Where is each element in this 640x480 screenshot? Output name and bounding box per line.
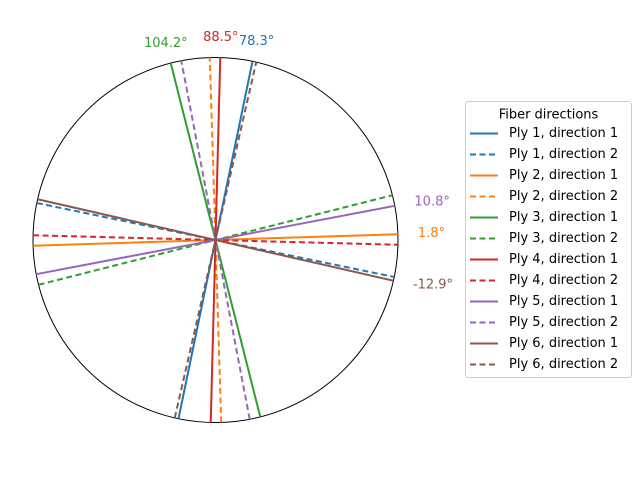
plot-area: 78.3° 1.8° 104.2° 88.5° 10.8° -12.9° bbox=[32, 30, 453, 423]
legend-label-6: Ply 3, direction 2 bbox=[509, 231, 618, 246]
angle-label-2: 1.8° bbox=[418, 226, 445, 241]
fiber-line-12 bbox=[173, 61, 258, 419]
legend-label-11: Ply 6, direction 1 bbox=[509, 336, 618, 351]
angle-label-3: 104.2° bbox=[144, 36, 188, 51]
legend-label-12: Ply 6, direction 2 bbox=[509, 357, 618, 372]
legend-frame bbox=[465, 101, 632, 378]
fiber-lines bbox=[33, 57, 398, 423]
legend-label-2: Ply 1, direction 2 bbox=[509, 147, 618, 162]
angle-label-5: 10.8° bbox=[414, 195, 449, 210]
angle-label-1: 78.3° bbox=[239, 34, 274, 49]
legend-label-4: Ply 2, direction 2 bbox=[509, 189, 618, 204]
legend-label-3: Ply 2, direction 1 bbox=[509, 168, 618, 183]
legend-label-5: Ply 3, direction 1 bbox=[509, 210, 618, 225]
legend-label-7: Ply 4, direction 1 bbox=[509, 252, 618, 267]
legend-label-9: Ply 5, direction 1 bbox=[509, 294, 618, 309]
legend-label-8: Ply 4, direction 2 bbox=[509, 273, 618, 288]
legend-entries: Ply 1, direction 1 Ply 1, direction 2 Ply … bbox=[470, 126, 618, 372]
legend-title: Fiber directions bbox=[499, 108, 599, 123]
angle-label-4: 88.5° bbox=[203, 30, 238, 45]
unit-circle bbox=[32, 57, 399, 423]
angle-label-6: -12.9° bbox=[413, 278, 453, 293]
legend-label-10: Ply 5, direction 2 bbox=[509, 315, 618, 330]
legend-label-1: Ply 1, direction 1 bbox=[509, 126, 618, 141]
angle-labels: 78.3° 1.8° 104.2° 88.5° 10.8° -12.9° bbox=[144, 30, 453, 293]
